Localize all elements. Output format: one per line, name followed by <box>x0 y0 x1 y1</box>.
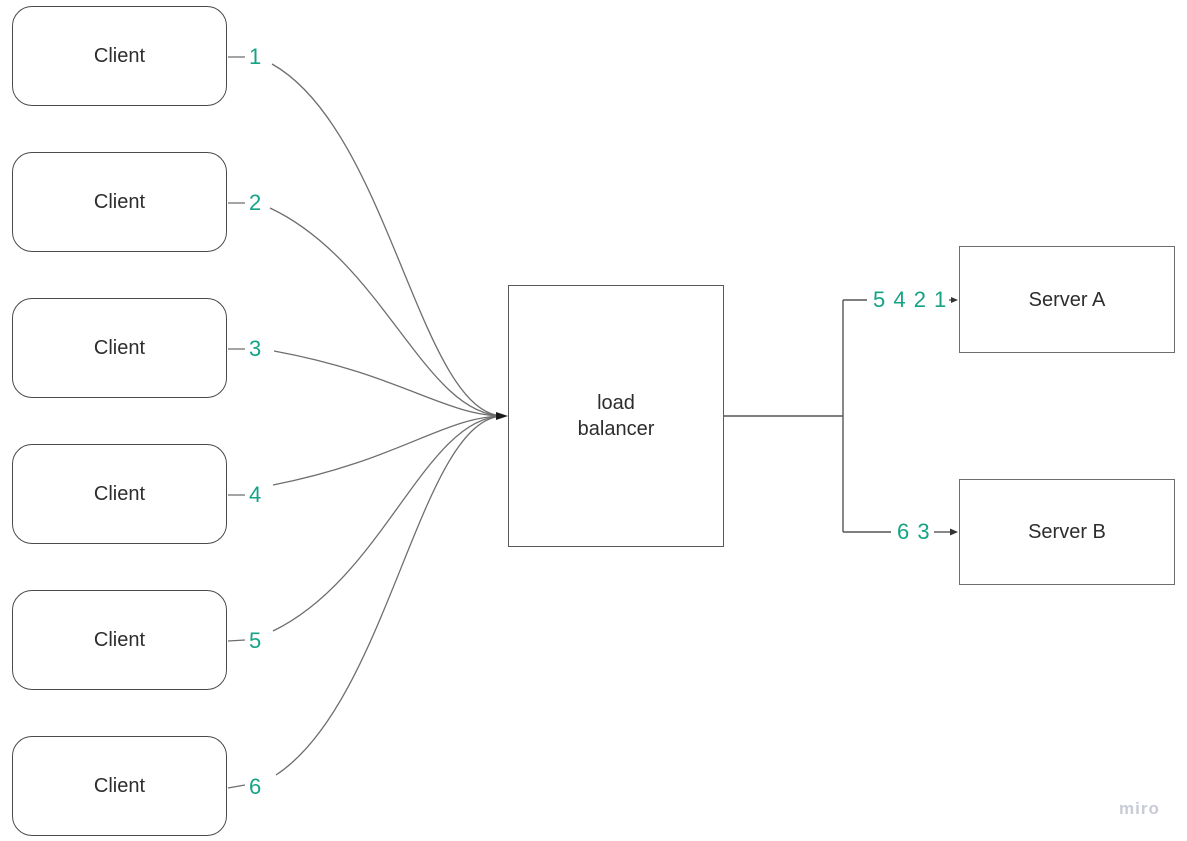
client-box-1[interactable]: Client <box>12 6 227 106</box>
load-balancer-box[interactable]: load balancer <box>508 285 724 547</box>
server-a-box[interactable]: Server A <box>959 246 1175 353</box>
connection-number-5[interactable]: 5 <box>249 628 262 653</box>
client-number-dashes <box>227 56 246 789</box>
connection-number-4[interactable]: 4 <box>249 482 262 507</box>
curve-client-4[interactable] <box>272 415 505 486</box>
curve-client-1[interactable] <box>271 63 505 417</box>
server-a-label: Server A <box>1028 288 1106 311</box>
client-box-5[interactable]: Client <box>12 590 227 690</box>
curve-client-2[interactable] <box>269 207 505 417</box>
curve-client-3[interactable] <box>273 350 505 417</box>
client-label: Client <box>93 191 146 213</box>
client-box-3[interactable]: Client <box>12 298 227 398</box>
server-b-box[interactable]: Server B <box>959 479 1175 585</box>
connection-number-2[interactable]: 2 <box>249 190 262 215</box>
load-balancer-label-line2: balancer <box>577 418 655 440</box>
client-label: Client <box>93 483 146 505</box>
miro-watermark: miro <box>1119 799 1160 818</box>
arrowhead-into-server-a <box>951 297 958 303</box>
connection-number-6[interactable]: 6 <box>249 774 262 799</box>
curve-client-6[interactable] <box>275 415 505 776</box>
server-b-label: Server B <box>1028 521 1106 543</box>
server-b-queue-label[interactable]: 6 3 <box>897 519 931 544</box>
client-label: Client <box>93 775 146 797</box>
load-balancer-label-line1: load <box>597 392 635 414</box>
client-box-4[interactable]: Client <box>12 444 227 544</box>
client-curves <box>269 63 505 776</box>
server-branch-lines <box>724 299 954 533</box>
connection-number-3[interactable]: 3 <box>249 336 262 361</box>
curve-client-5[interactable] <box>272 415 505 632</box>
client-label: Client <box>93 629 146 651</box>
client-box-2[interactable]: Client <box>12 152 227 252</box>
client-label: Client <box>93 45 146 67</box>
arrowhead-into-load-balancer <box>496 412 508 420</box>
client-box-6[interactable]: Client <box>12 736 227 836</box>
server-a-queue-label[interactable]: 5 4 2 1 <box>873 287 948 312</box>
connection-number-1[interactable]: 1 <box>249 44 262 69</box>
arrowhead-into-server-b <box>950 528 958 536</box>
client-label: Client <box>93 337 146 359</box>
